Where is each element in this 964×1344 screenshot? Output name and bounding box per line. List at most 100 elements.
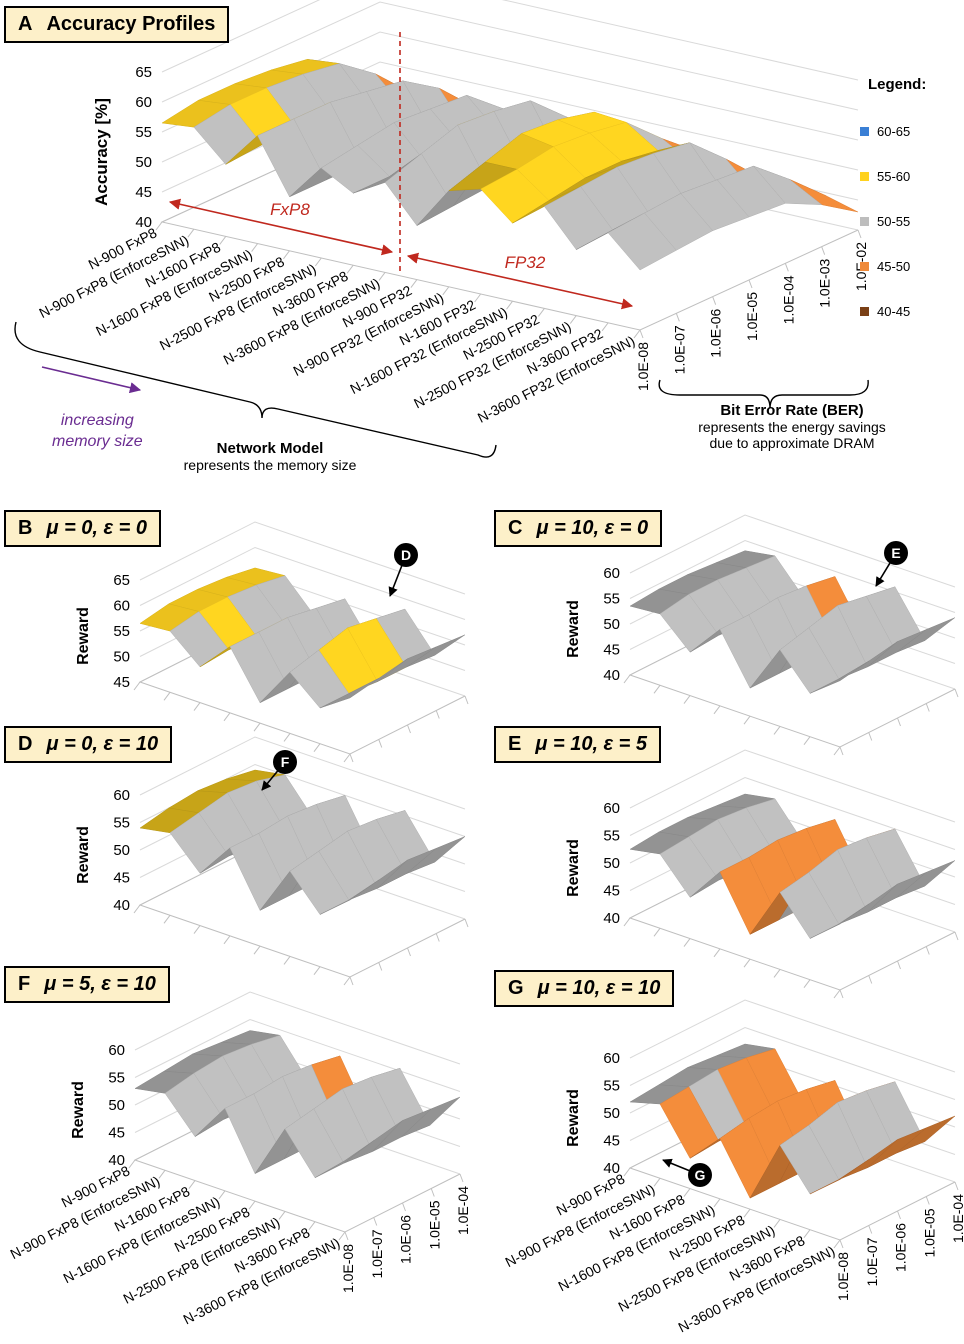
ber-tick <box>925 946 930 955</box>
z-tick-label: 45 <box>603 1133 620 1150</box>
x-tick <box>442 286 450 296</box>
callout-f: F <box>261 750 297 791</box>
z-tick-label: 45 <box>603 642 620 659</box>
x-tick <box>623 917 631 927</box>
ber-tick <box>868 975 873 984</box>
ber-tick <box>897 1210 901 1220</box>
ber-tick <box>402 1202 406 1212</box>
x-tick <box>223 935 231 945</box>
ber-tick <box>378 962 383 971</box>
legend-swatch <box>860 262 869 271</box>
axis-label-y: Reward <box>565 839 582 897</box>
z-tick-label: 65 <box>113 572 130 589</box>
ber-brace <box>658 379 869 409</box>
ber-tick <box>925 703 930 712</box>
surface-patch <box>319 678 379 709</box>
ber-tick <box>464 918 469 928</box>
legend-swatch <box>860 307 869 316</box>
ber-tick <box>839 746 844 756</box>
ber-tick-label: 1.0E-07 <box>671 325 687 374</box>
ber-tick <box>344 1231 349 1241</box>
ber-tick <box>349 976 354 986</box>
fxp8-label: FxP8 <box>270 200 310 219</box>
z-tick-label: 45 <box>135 184 152 201</box>
ber-tick <box>897 960 901 970</box>
x-tick <box>133 681 141 691</box>
callout-e: E <box>875 541 908 587</box>
ber-caption: Bit Error Rate (BER) represents the ener… <box>698 402 886 451</box>
x-tick <box>833 746 841 756</box>
ber-tick <box>925 1196 930 1205</box>
ber-tick <box>407 947 411 957</box>
x-tick <box>155 221 163 231</box>
z-tick-label: 45 <box>113 674 130 691</box>
x-tick <box>248 1200 256 1210</box>
z-tick-label: 50 <box>113 649 130 666</box>
surface-patch <box>809 903 869 939</box>
axis-label-y: Reward <box>565 1089 582 1147</box>
ber-tick <box>839 1239 844 1249</box>
legend-title: Legend: <box>868 76 927 93</box>
ber-tick <box>378 739 383 748</box>
x-tick <box>283 250 290 260</box>
ber-tick-label: 1.0E-05 <box>921 1208 937 1257</box>
gridline <box>139 736 466 810</box>
x-tick <box>653 927 661 937</box>
z-tick-label: 60 <box>135 94 152 111</box>
ber-tick <box>435 933 440 942</box>
x-tick <box>283 733 291 742</box>
z-tick-label: 45 <box>108 1125 125 1142</box>
ber-tick <box>639 329 644 339</box>
z-tick-label: 55 <box>603 1078 620 1095</box>
z-tick-label: 60 <box>113 598 130 615</box>
network-model-brace <box>14 321 497 458</box>
ber-tick <box>373 1217 378 1226</box>
x-tick <box>538 308 545 317</box>
ber-tick <box>868 732 873 741</box>
x-tick <box>193 702 201 711</box>
callout-dot <box>884 541 908 565</box>
x-tick <box>623 674 631 684</box>
surface-patch <box>809 1159 869 1195</box>
callout-dot <box>688 1163 712 1187</box>
x-tick <box>683 1188 691 1197</box>
z-tick-label: 40 <box>108 1152 125 1169</box>
z-tick-label: 55 <box>603 828 620 845</box>
x-tick <box>219 236 227 245</box>
x-tick <box>773 1219 781 1228</box>
x-tick <box>713 1198 721 1208</box>
ber-tick <box>839 989 844 999</box>
x-tick <box>506 300 513 310</box>
x-tick <box>188 1180 196 1189</box>
x-tick <box>193 925 201 934</box>
z-tick-label: 65 <box>135 64 152 81</box>
x-tick <box>743 715 751 725</box>
x-tick <box>633 329 641 339</box>
x-tick <box>314 257 322 267</box>
x-tick <box>653 684 661 694</box>
network-model-caption: Network Model represents the memory size <box>183 440 357 473</box>
fp32-label: FP32 <box>505 253 546 272</box>
x-tick <box>833 989 841 999</box>
z-tick-label: 50 <box>603 855 620 872</box>
ber-tick-label: 1.0E-07 <box>864 1237 880 1286</box>
ber-tick <box>464 695 469 705</box>
x-tick <box>343 753 351 763</box>
ber-tick-label: 1.0E-04 <box>780 275 796 324</box>
x-tick <box>313 966 321 976</box>
gridline <box>629 999 956 1073</box>
x-tick <box>713 705 721 715</box>
gridline <box>161 0 859 81</box>
fxp8-arrow <box>168 198 394 256</box>
legend-item: 45-50 <box>860 244 960 289</box>
ber-tick <box>435 710 440 719</box>
z-tick-label: 40 <box>603 667 620 684</box>
